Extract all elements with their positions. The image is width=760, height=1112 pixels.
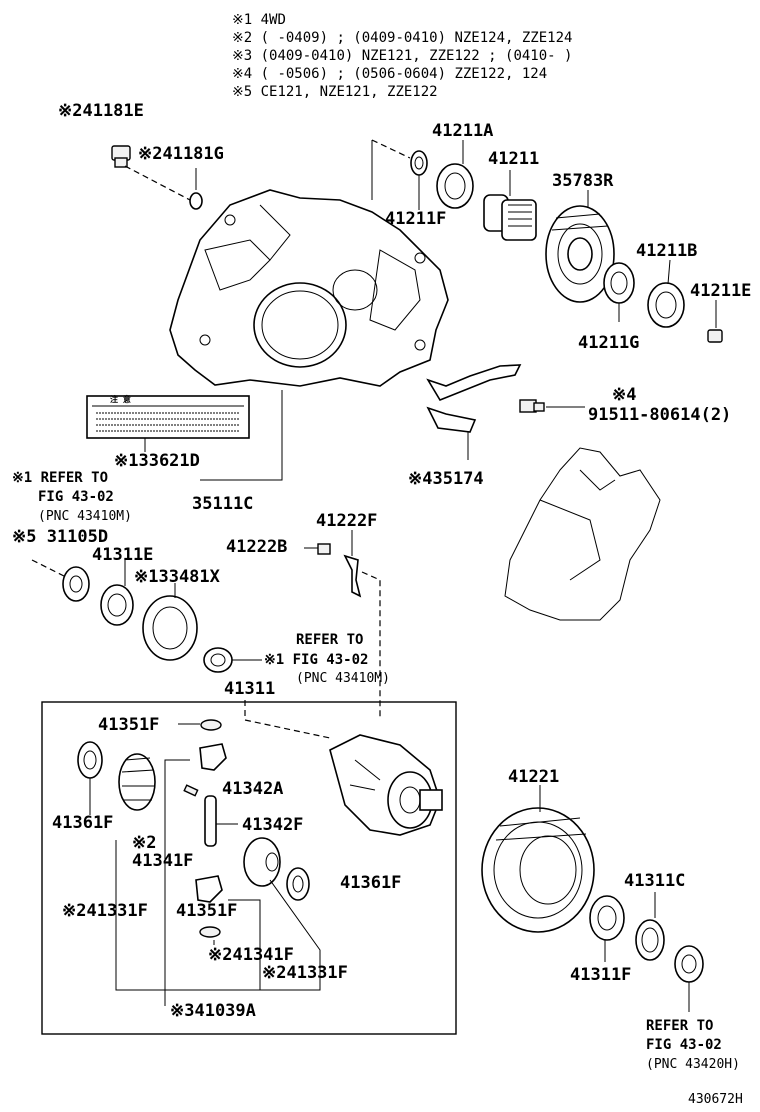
label-35111c[interactable]: 35111C bbox=[192, 494, 254, 514]
note-1: ※1 4WD bbox=[232, 12, 286, 28]
refer-43420h-line2[interactable]: FIG 43-02 bbox=[646, 1037, 722, 1053]
oil-receiver-435174 bbox=[426, 364, 522, 433]
label-41341f[interactable]: 41341F bbox=[132, 851, 194, 871]
shim-41311c bbox=[635, 919, 665, 961]
refer-43410m-b-line2[interactable]: ※1 FIG 43-02 bbox=[264, 652, 369, 668]
label-241331f-left[interactable]: ※241331F bbox=[62, 901, 148, 921]
label-91511-note: ※4 bbox=[612, 385, 637, 405]
label-31105d[interactable]: ※5 31105D bbox=[12, 527, 109, 547]
bearing-41211b bbox=[647, 282, 685, 328]
pin-41342a bbox=[183, 784, 199, 797]
refer-43410m-line3: (PNC 43410M) bbox=[38, 509, 132, 524]
diagram-id: 430672H bbox=[688, 1092, 743, 1107]
label-41311f[interactable]: 41311F bbox=[570, 965, 632, 985]
bearing-41311f bbox=[589, 895, 625, 941]
label-35783r[interactable]: 35783R bbox=[552, 171, 614, 191]
bearing-ref-43420h bbox=[674, 945, 704, 983]
seal-41211g bbox=[603, 262, 635, 304]
washer-41351f-bottom bbox=[199, 926, 221, 938]
label-41221[interactable]: 41221 bbox=[508, 767, 560, 787]
seal-41211f bbox=[410, 150, 428, 176]
label-41211[interactable]: 41211 bbox=[488, 149, 540, 169]
label-91511-80614[interactable]: 91511-80614(2) bbox=[588, 405, 732, 425]
transaxle-case-35111c bbox=[169, 189, 449, 387]
caution-label-133621d bbox=[86, 395, 250, 439]
plug-41211e bbox=[707, 329, 723, 343]
note-3: ※3 (0409-0410) NZE121, ZZE122 ; (0410- ) bbox=[232, 48, 573, 64]
bearing-41311e bbox=[100, 584, 134, 626]
pinion-gear-241341f bbox=[195, 875, 223, 903]
washer-41361f-left bbox=[77, 741, 103, 779]
pinion-shaft-41342f bbox=[204, 795, 217, 847]
label-133621d[interactable]: ※133621D bbox=[114, 451, 200, 471]
label-41311e[interactable]: 41311E bbox=[92, 545, 154, 565]
label-341039a[interactable]: ※341039A bbox=[170, 1001, 256, 1021]
engine-block-outline bbox=[504, 447, 661, 621]
label-41211g[interactable]: 41211G bbox=[578, 333, 640, 353]
drive-pinion-41211 bbox=[483, 194, 537, 241]
refer-43420h-line3: (PNC 43420H) bbox=[646, 1057, 740, 1072]
differential-group-box bbox=[41, 701, 457, 1035]
washer-41361f-right bbox=[286, 867, 310, 901]
label-241341f[interactable]: ※241341F bbox=[208, 945, 294, 965]
bearing-ref-43410m bbox=[203, 647, 233, 673]
label-41211e[interactable]: 41211E bbox=[690, 281, 752, 301]
label-41211f[interactable]: 41211F bbox=[385, 209, 447, 229]
label-41341f-note: ※2 bbox=[132, 833, 157, 853]
label-41311c[interactable]: 41311C bbox=[624, 871, 686, 891]
label-41342a[interactable]: 41342A bbox=[222, 779, 284, 799]
bolt-91511-80614 bbox=[519, 399, 545, 413]
label-241181g[interactable]: ※241181G bbox=[138, 144, 224, 164]
bolt-41222b bbox=[317, 543, 331, 555]
label-133481x[interactable]: ※133481X bbox=[134, 567, 220, 587]
ring-gear-41221 bbox=[481, 807, 595, 933]
refer-43410m-line1[interactable]: ※1 REFER TO bbox=[12, 470, 109, 486]
label-41351f-bottom[interactable]: 41351F bbox=[176, 901, 238, 921]
refer-43410m-b-line1[interactable]: REFER TO bbox=[296, 632, 364, 648]
pinion-gear-41341f-top bbox=[199, 743, 227, 771]
seal-31105d bbox=[62, 566, 90, 602]
gasket-241181g bbox=[189, 192, 203, 210]
refer-43410m-line2[interactable]: FIG 43-02 bbox=[38, 489, 114, 505]
label-41222b[interactable]: 41222B bbox=[226, 537, 288, 557]
side-gear-241331f-left bbox=[118, 753, 156, 811]
label-41211a[interactable]: 41211A bbox=[432, 121, 494, 141]
side-gear-241331f-right bbox=[243, 837, 281, 887]
shim-133481x bbox=[142, 595, 198, 661]
label-41342f[interactable]: 41342F bbox=[242, 815, 304, 835]
note-2: ※2 ( -0409) ; (0409-0410) NZE124, ZZE124 bbox=[232, 30, 573, 46]
note-4: ※4 ( -0506) ; (0506-0604) ZZE122, 124 bbox=[232, 66, 548, 82]
drain-plug-241181e bbox=[111, 145, 131, 168]
washer-41351f-top bbox=[200, 719, 222, 731]
warning-label-title: 注 意 bbox=[110, 395, 131, 404]
label-241331f-right[interactable]: ※241331F bbox=[262, 963, 348, 983]
note-5: ※5 CE121, NZE121, ZZE122 bbox=[232, 84, 438, 100]
bracket-41222f bbox=[343, 554, 362, 598]
label-435174[interactable]: ※435174 bbox=[408, 469, 484, 489]
label-241181e[interactable]: ※241181E bbox=[58, 101, 144, 121]
label-41361f-left[interactable]: 41361F bbox=[52, 813, 114, 833]
label-41361f-right[interactable]: 41361F bbox=[340, 873, 402, 893]
label-41351f-top[interactable]: 41351F bbox=[98, 715, 160, 735]
bearing-41211a bbox=[436, 163, 474, 209]
refer-43420h-line1[interactable]: REFER TO bbox=[646, 1018, 714, 1034]
differential-case-41311 bbox=[329, 734, 443, 836]
label-41311[interactable]: 41311 bbox=[224, 679, 276, 699]
label-41222f[interactable]: 41222F bbox=[316, 511, 378, 531]
label-41211b[interactable]: 41211B bbox=[636, 241, 698, 261]
refer-43410m-b-line3: (PNC 43410M) bbox=[296, 671, 390, 686]
gear-35783r bbox=[545, 205, 615, 303]
